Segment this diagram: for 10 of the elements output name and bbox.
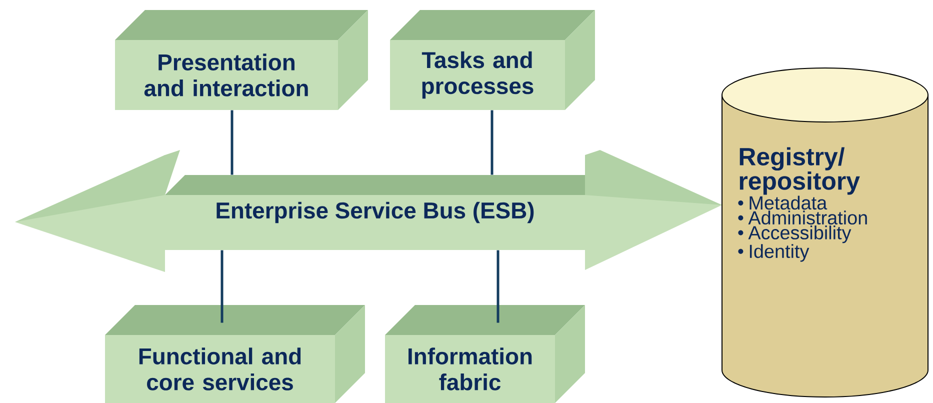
- bus-band: Enterprise Service Bus (ESB): [15, 150, 722, 272]
- block-box: Functional and core services: [105, 305, 365, 403]
- connector-line: [220, 250, 224, 323]
- block-box: Tasks and processes: [390, 10, 595, 110]
- connector-line: [490, 110, 494, 175]
- block-box: Information fabric: [385, 305, 585, 403]
- connector-line: [230, 110, 234, 175]
- repository-cylinder: Registry/ repository Metadata Administration Accessibility Identity: [722, 68, 928, 398]
- block-box: Presentation and interaction: [115, 10, 368, 110]
- connector-line: [496, 250, 500, 323]
